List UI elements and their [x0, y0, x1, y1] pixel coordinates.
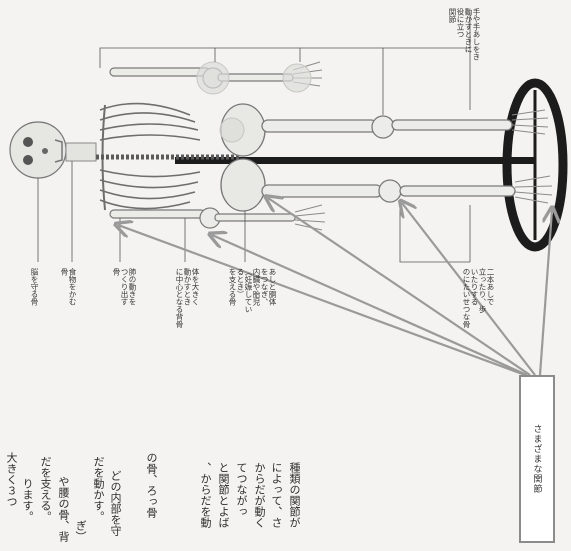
caption-hip: あしと胴体 をつなぎ、 内臓や胎児 （妊娠してい るとき） を支える骨 — [228, 268, 276, 313]
caption-line: るとき） — [236, 268, 244, 313]
caption-line: つくり出す — [120, 268, 128, 306]
caption-line: 役に立つ — [456, 8, 464, 61]
joint-callout-box: さまざまな関節 — [519, 375, 555, 543]
rib-cage — [100, 104, 200, 210]
caption-chewing: 食物をかむ 骨 — [60, 268, 76, 306]
body-text-line: からだが動く — [254, 462, 265, 528]
body-text-line: の骨、ろっ骨 — [146, 452, 157, 518]
caption-line: のにたいせつな骨 — [462, 268, 470, 328]
feet — [512, 110, 552, 203]
caption-line: 脳を守る骨 — [30, 268, 38, 306]
caption-foot: 二本あしで 立ったり、歩 いたりする のにたいせつな骨 — [462, 268, 494, 328]
body-text-line: ります。 — [22, 478, 33, 522]
caption-line: 骨 — [112, 268, 120, 306]
caption-line: 食物をかむ — [68, 268, 76, 306]
skull — [10, 122, 66, 178]
caption-line: 二本あしで — [486, 268, 494, 328]
caption-line: 骨 — [60, 268, 68, 306]
caption-line: 内臓や胎児 — [252, 268, 260, 313]
caption-line: 手や手あしをき — [472, 8, 480, 61]
caption-hand: 手や手あしをき 動かすときに 役に立つ 関節 — [448, 8, 480, 61]
body-text-line: や腰の骨、背 — [58, 476, 69, 542]
arms — [110, 68, 295, 228]
caption-breathing: 肺の動きを つくり出す 骨 — [112, 268, 136, 306]
body-text-line: だを動かす。 — [93, 456, 104, 522]
body-text-line: だを支える。 — [40, 456, 51, 522]
caption-line: に中心となる背骨 — [175, 268, 183, 328]
joint-callout-label: さまざまな関節 — [531, 424, 544, 494]
caption-line: 動かすとき — [183, 268, 191, 328]
body-text-line: 大きく３つ — [6, 452, 17, 507]
caption-line: 動かすときに — [464, 8, 472, 61]
body-text-line: ぎ） — [75, 520, 86, 542]
caption-line: をつなぎ、 — [260, 268, 268, 313]
caption-line: 肺の動きを — [128, 268, 136, 306]
body-text-line: によって、さ — [271, 462, 282, 528]
caption-trunk: 体を大きく 動かすとき に中心となる背骨 — [175, 268, 199, 328]
caption-brain: 脳を守る骨 — [30, 268, 38, 306]
caption-line: （妊娠してい — [244, 268, 252, 313]
body-text-line: と関節とよば — [218, 462, 229, 528]
body-text-line: 種類の関節が — [289, 462, 300, 528]
caption-line: いたりする — [470, 268, 478, 328]
body-text-line: 、からだを動 — [200, 462, 211, 528]
caption-line: あしと胴体 — [268, 268, 276, 313]
caption-line: 体を大きく — [191, 268, 199, 328]
caption-line: 立ったり、歩 — [478, 268, 486, 328]
body-text-line: てつながっ — [236, 462, 247, 517]
caption-line: 関節 — [448, 8, 456, 61]
caption-line: を支える骨 — [228, 268, 236, 313]
body-text-line: どの内部を守 — [110, 470, 121, 536]
